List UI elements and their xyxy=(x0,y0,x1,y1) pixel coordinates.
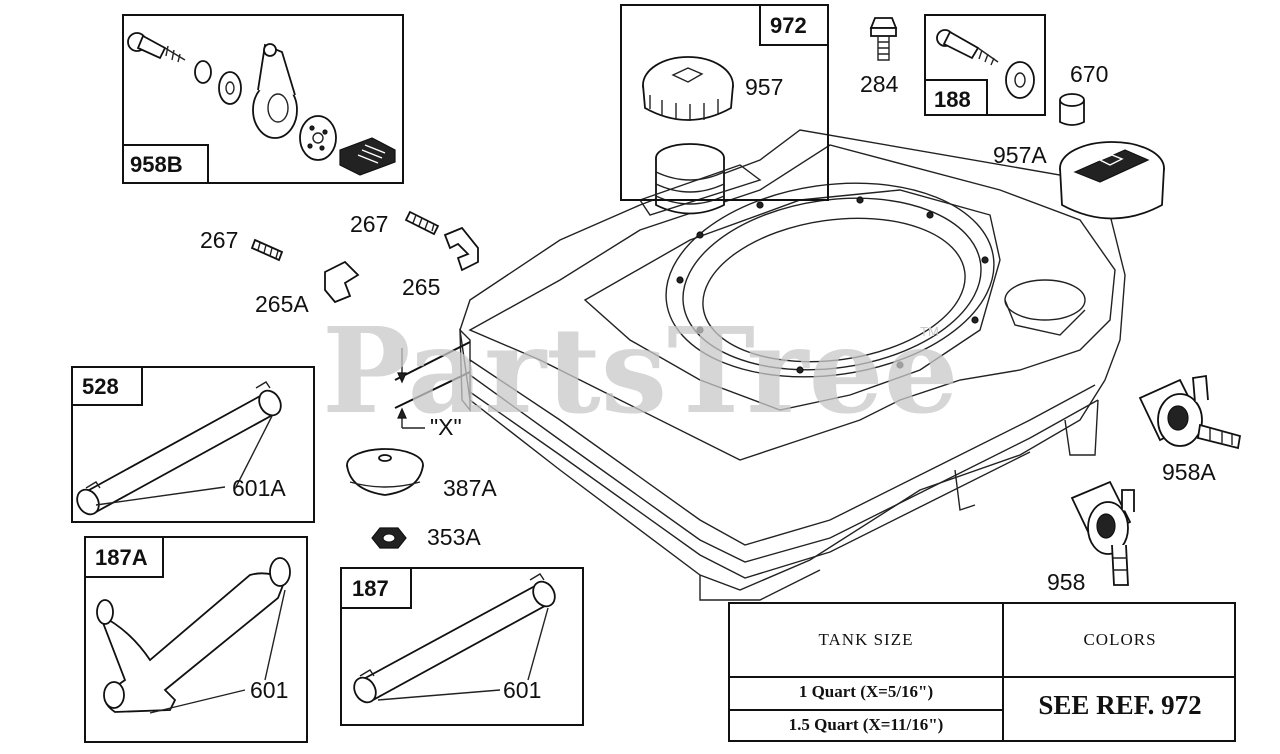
tank-size-table: TANK SIZE COLORS 1 Quart (X=5/16") 1.5 Q… xyxy=(728,602,1236,742)
label-958A: 958A xyxy=(1162,459,1216,485)
label-601A: 601A xyxy=(232,475,286,501)
dimension-x-marker: "X" xyxy=(394,341,471,440)
row-1-5-quart: 1.5 Quart (X=11/16") xyxy=(788,715,944,734)
watermark-tm: TM xyxy=(920,324,939,339)
row-1-quart: 1 Quart (X=5/16") xyxy=(798,682,934,701)
box-label-958B: 958B xyxy=(130,152,183,177)
label-265A: 265A xyxy=(255,291,309,317)
label-284: 284 xyxy=(860,71,899,97)
box-972: 972 957 xyxy=(620,4,829,201)
label-957A: 957A xyxy=(993,142,1047,168)
part-265A: 265A xyxy=(255,260,360,317)
part-267-left: 267 xyxy=(200,227,284,262)
label-601-left: 601 xyxy=(250,677,288,703)
label-387A: 387A xyxy=(443,475,497,501)
box-188: 188 xyxy=(924,14,1046,116)
header-tank-size: TANK SIZE xyxy=(818,630,914,649)
part-265: 265 xyxy=(402,226,479,300)
box-label-528: 528 xyxy=(82,374,119,399)
box-label-187: 187 xyxy=(352,576,389,601)
box-label-972: 972 xyxy=(770,13,807,38)
label-267-right: 267 xyxy=(350,211,388,237)
part-267-right: 267 xyxy=(350,210,440,237)
part-353A: 353A xyxy=(371,524,481,550)
part-957A: 957A xyxy=(993,141,1165,220)
label-353A: 353A xyxy=(427,524,481,550)
label-267-left: 267 xyxy=(200,227,238,253)
box-187: 187 601 xyxy=(340,567,584,726)
label-958: 958 xyxy=(1047,569,1085,595)
box-label-188: 188 xyxy=(934,87,971,112)
part-958: 958 xyxy=(1047,480,1135,595)
watermark: PartsTree xyxy=(322,301,959,440)
box-label-187A: 187A xyxy=(95,545,148,570)
part-284: 284 xyxy=(860,17,899,97)
box-187A: 187A 601 xyxy=(84,536,308,743)
header-colors: COLORS xyxy=(1083,630,1157,649)
box-528: 528 601A xyxy=(71,366,315,523)
colors-value: SEE REF. 972 xyxy=(1038,690,1202,720)
box-958B: 958B xyxy=(122,14,404,184)
label-957: 957 xyxy=(745,74,783,100)
part-387A: 387A xyxy=(346,448,497,501)
dimension-x-label: "X" xyxy=(430,414,462,440)
label-670: 670 xyxy=(1070,61,1108,87)
label-265: 265 xyxy=(402,274,440,300)
part-958A: 958A xyxy=(1138,374,1242,485)
part-670: 670 xyxy=(1059,61,1108,126)
label-601-right: 601 xyxy=(503,677,541,703)
